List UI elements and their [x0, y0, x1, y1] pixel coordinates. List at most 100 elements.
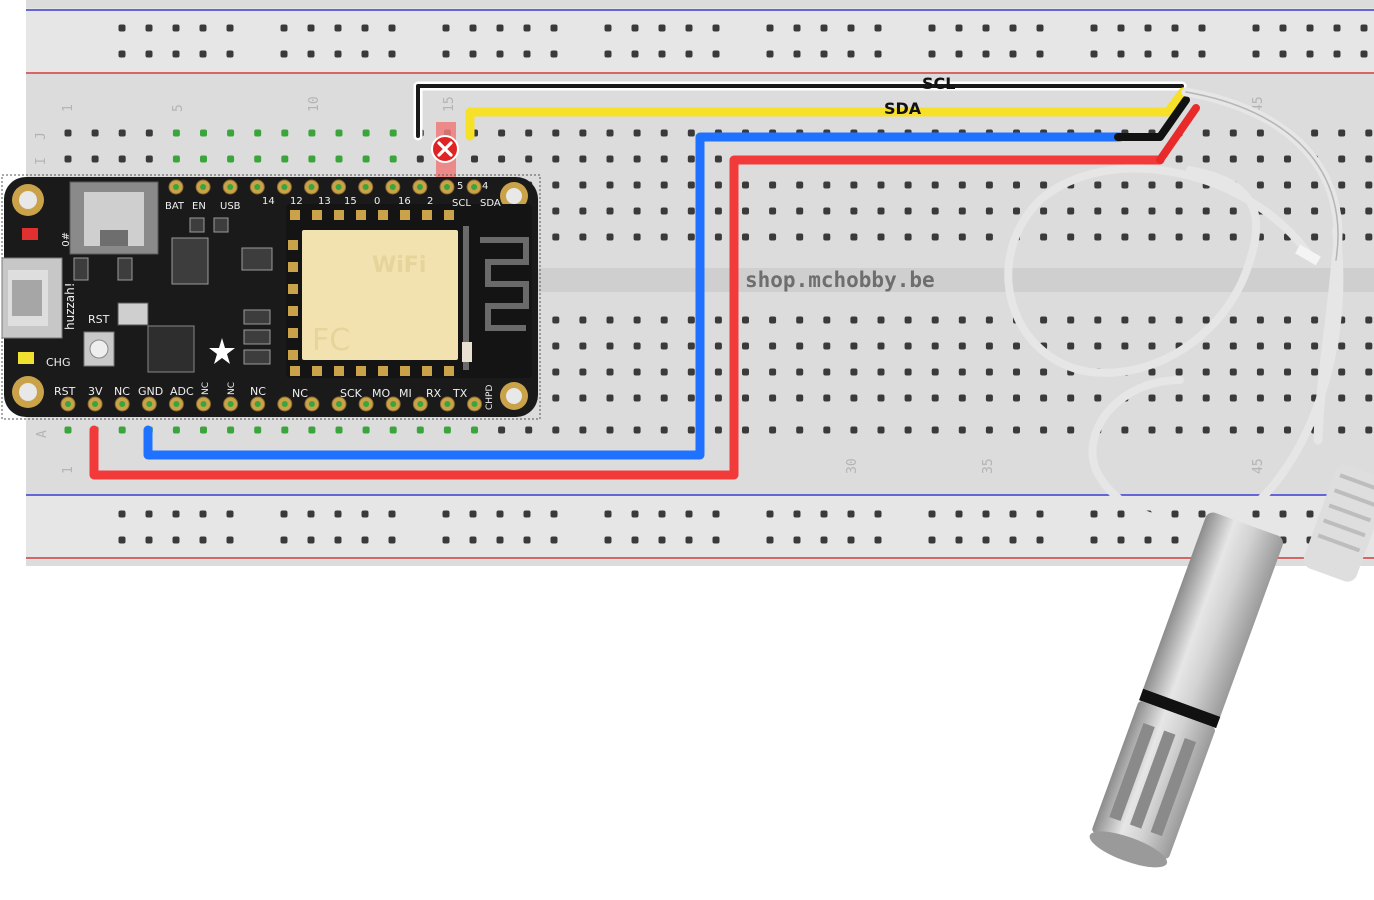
pin-label: NC [114, 385, 130, 398]
breadboard-hole [633, 155, 641, 163]
pin-label: SCK [340, 387, 363, 400]
breadboard-hole [985, 368, 993, 376]
breadboard-hole [1036, 536, 1044, 544]
breadboard-hole [712, 510, 720, 518]
header-pin-hole [444, 184, 450, 190]
breadboard-hole [579, 316, 587, 324]
probe-ridge [1328, 503, 1372, 523]
breadboard-hole [388, 50, 396, 58]
breadboard-hole [361, 510, 369, 518]
breadboard-hole [604, 536, 612, 544]
breadboard-hole [226, 24, 234, 32]
board-label-rst: RST [88, 313, 110, 326]
pin-label: NC [227, 382, 237, 395]
breadboard-hole [307, 510, 315, 518]
breadboard-hole [714, 181, 722, 189]
breadboard-hole [958, 426, 966, 434]
breadboard-hole [631, 50, 639, 58]
breadboard-hole [1121, 316, 1129, 324]
probe-ridge [1333, 488, 1374, 508]
breadboard-hole [334, 536, 342, 544]
header-pin-hole [227, 184, 234, 190]
breadboard-hole [523, 50, 531, 58]
breadboard-hole [1311, 181, 1319, 189]
wire-scl [416, 84, 1184, 138]
wire-sda [465, 87, 1188, 141]
breadboard-hole [1202, 368, 1210, 376]
breadboard-hole [552, 233, 560, 241]
micro-usb-connector [1, 257, 63, 339]
breadboard-hole [1229, 233, 1237, 241]
breadboard-hole [847, 536, 855, 544]
breadboard-hole [660, 129, 668, 137]
breadboard-hole [985, 207, 993, 215]
breadboard-hole [955, 536, 963, 544]
module-shield-can [302, 230, 458, 360]
header-pin-hole [200, 184, 207, 190]
breadboard-hole [416, 155, 424, 163]
breadboard-hole [793, 536, 801, 544]
breadboard-hole [874, 510, 882, 518]
breadboard-hole [91, 155, 99, 163]
breadboard-hole [823, 316, 831, 324]
breadboard-hole [1279, 510, 1287, 518]
breadboard-hole [742, 368, 749, 376]
breadboard-hole [712, 24, 720, 32]
breadboard-hole [1144, 50, 1152, 58]
breadboard-hole [1144, 536, 1152, 544]
pin-label: 13 [318, 196, 331, 207]
header-pin-hole [254, 401, 261, 407]
breadboard-hole [823, 233, 831, 241]
pin-label: USB [220, 201, 241, 212]
breadboard-hole [172, 426, 180, 434]
breadboard-hole [145, 510, 153, 518]
pin-label: CHPD [485, 385, 495, 410]
breadboard-hole [742, 426, 749, 434]
breadboard-hole [793, 24, 801, 32]
breadboard-hole [1090, 50, 1098, 58]
breadboard-hole [904, 342, 912, 350]
header-pin-hole [173, 401, 180, 407]
breadboard-hole [769, 426, 777, 434]
breadboard-hole [1121, 207, 1129, 215]
breadboard-hole [1202, 342, 1210, 350]
breadboard-hole [931, 426, 939, 434]
pin-label: 3V [88, 385, 103, 398]
breadboard-hole [1365, 316, 1373, 324]
breadboard-hole [1338, 394, 1346, 402]
breadboard-hole [226, 536, 234, 544]
breadboard-hole [1009, 536, 1017, 544]
error-marker[interactable] [431, 122, 459, 182]
breadboard-hole [904, 181, 912, 189]
breadboard-hole [850, 207, 858, 215]
probe-ridge [1339, 473, 1374, 493]
breadboard-hole [606, 233, 614, 241]
breadboard-hole [1338, 155, 1346, 163]
power-rail-top [26, 8, 1374, 74]
breadboard-hole [1365, 426, 1373, 434]
probe-band [1139, 688, 1221, 729]
breadboard-hole [850, 426, 858, 434]
pin-label: MI [399, 387, 412, 400]
column-number: 35 [981, 458, 996, 474]
breadboard-hole [931, 207, 939, 215]
breadboard-hole [552, 155, 560, 163]
breadboard-hole [633, 207, 641, 215]
pin-label: GND [138, 385, 163, 398]
breadboard-hole [1284, 394, 1291, 402]
breadboard-hole [1256, 129, 1264, 137]
breadboard-hole [226, 50, 234, 58]
breadboard-hole [660, 368, 668, 376]
breadboard-hole [660, 155, 668, 163]
breadboard-hole [606, 342, 614, 350]
breadboard-hole [1013, 342, 1020, 350]
breadboard-hole [442, 536, 450, 544]
pin-label: SCL [452, 198, 471, 209]
header-pin-hole [281, 184, 288, 190]
breadboard-hole [145, 24, 153, 32]
breadboard-hole [118, 24, 126, 32]
breadboard-hole [687, 155, 695, 163]
breadboard-hole [64, 426, 72, 434]
reset-button[interactable] [83, 331, 115, 367]
sensor-cable [1004, 87, 1344, 528]
